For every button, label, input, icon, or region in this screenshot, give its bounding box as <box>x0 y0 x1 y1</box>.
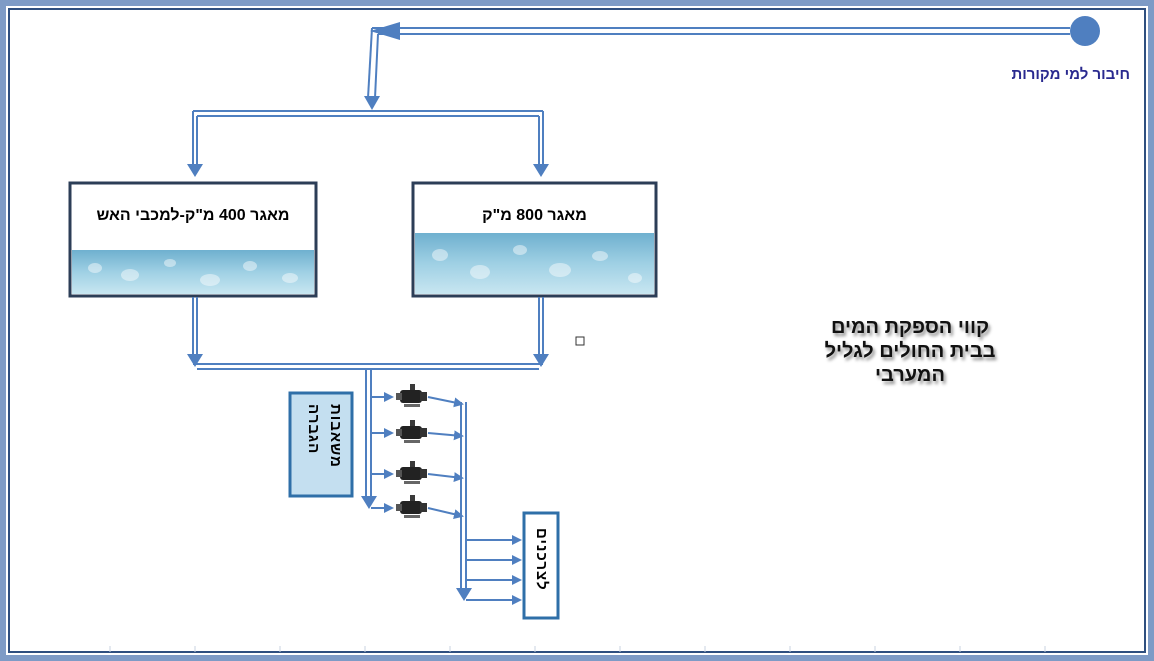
booster-feed-arrow <box>361 496 377 509</box>
outflow-arrow-left <box>187 354 203 367</box>
consumers-label: לצרכנים <box>533 528 550 591</box>
reservoir-main <box>411 181 658 298</box>
title-line: בבית החולים לגליל <box>824 340 996 362</box>
reservoir-main-label: מאגר 800 מ"ק <box>482 207 587 224</box>
pump-row <box>371 461 464 484</box>
diagram-title: קווי הספקת המים בבית החולים לגליל המערבי <box>790 315 1030 387</box>
outflow-arrow-right <box>533 354 549 367</box>
bottom-ruler <box>109 646 1046 652</box>
pump-icon <box>396 461 427 484</box>
tank-feed-arrow-left <box>187 164 203 177</box>
booster-pumps-label: משאבות הגברה <box>305 404 344 468</box>
pump-row <box>371 420 464 443</box>
booster-box <box>288 391 354 498</box>
inner-frame <box>8 8 1146 653</box>
source-connection-label: חיבור למי מקורות <box>1011 66 1130 83</box>
consumer-feeds <box>466 535 522 605</box>
pump-row <box>371 495 464 520</box>
reservoir-fire <box>68 181 318 298</box>
source-node <box>1070 16 1100 46</box>
tank-outflow-pipes <box>192 297 544 498</box>
collector-pipe <box>460 402 467 590</box>
title-line: קווי הספקת המים <box>830 316 990 338</box>
supply-main-pipe <box>367 27 1070 99</box>
supply-arrow-head <box>370 22 400 40</box>
consumers-box <box>522 511 560 620</box>
title-line: המערבי <box>875 364 945 386</box>
pump-row <box>371 384 464 408</box>
pump-icon <box>396 384 427 407</box>
pump-icon <box>396 420 427 443</box>
tank-feed-arrow-right <box>533 164 549 177</box>
tank-feed-pipes <box>192 110 544 165</box>
down-arrow-head <box>364 96 380 110</box>
collector-arrow <box>456 588 472 601</box>
stray-marker <box>575 336 585 346</box>
pump-rows <box>371 384 464 520</box>
reservoir-fire-label: מאגר 400 מ"ק-למכבי האש <box>96 207 290 224</box>
pump-icon <box>396 495 427 518</box>
